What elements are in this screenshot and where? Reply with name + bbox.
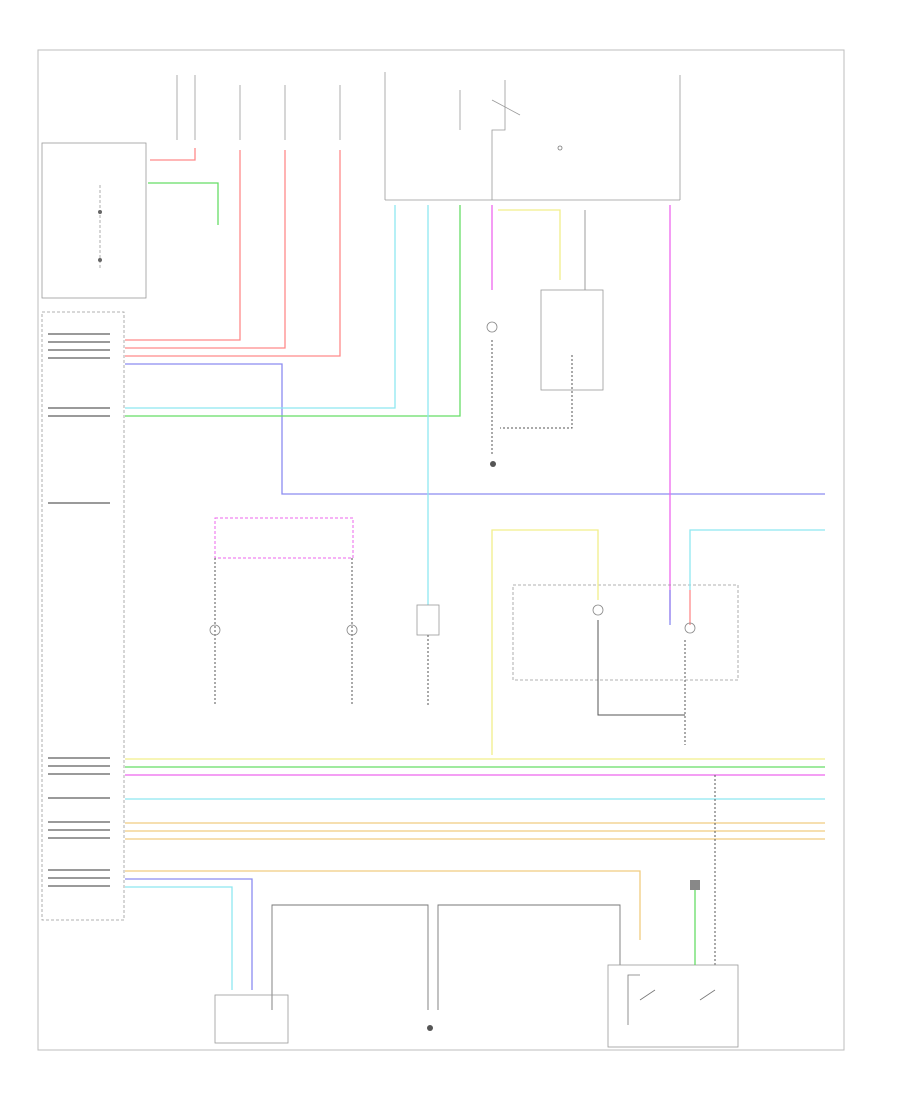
ground-icon [427,1025,433,1031]
module-pin-labels [48,333,110,887]
yellow-wire-2 [491,529,599,755]
top-center-switch [459,80,521,200]
switch-terminal [557,145,563,151]
fuse-block-top-left [41,142,147,299]
bulb-assembly-center [540,289,604,391]
blue-wire [125,363,825,495]
ground-wire [271,904,429,1010]
relay-contacts [627,974,716,1025]
green-wire [148,182,219,225]
fuse-terminal [98,258,102,262]
ground-icon [490,461,496,467]
lamp-module-left [214,517,354,559]
ground-wire [437,904,621,1010]
fuse-terminal [98,210,102,214]
ground-module-bottom [214,994,289,1044]
tan-wire-bottom [125,870,641,940]
bulb-icon [684,622,696,634]
bulb-icon [486,321,498,333]
bulb-icon [346,624,358,636]
red-wires [125,148,341,357]
ground-wire [597,620,685,716]
bulb-icon [592,604,604,616]
green-wire-2 [125,205,461,417]
blue-wire-bottom [125,878,253,990]
cyan-wire-right [689,529,825,590]
bulb-socket [416,604,440,636]
diagram-frame [37,49,845,1051]
lamp-assembly-right [512,584,739,681]
yellow-wire [498,209,561,280]
cyan-wire [125,205,396,409]
top-fuse-feeds [176,72,681,201]
body-control-module [41,311,125,921]
ground-wire-2 [500,355,573,429]
relay-switch-bottom-right [607,964,739,1048]
bulb-icon [209,624,221,636]
connector-block [690,880,700,890]
cyan-wire-bottom [125,886,233,990]
